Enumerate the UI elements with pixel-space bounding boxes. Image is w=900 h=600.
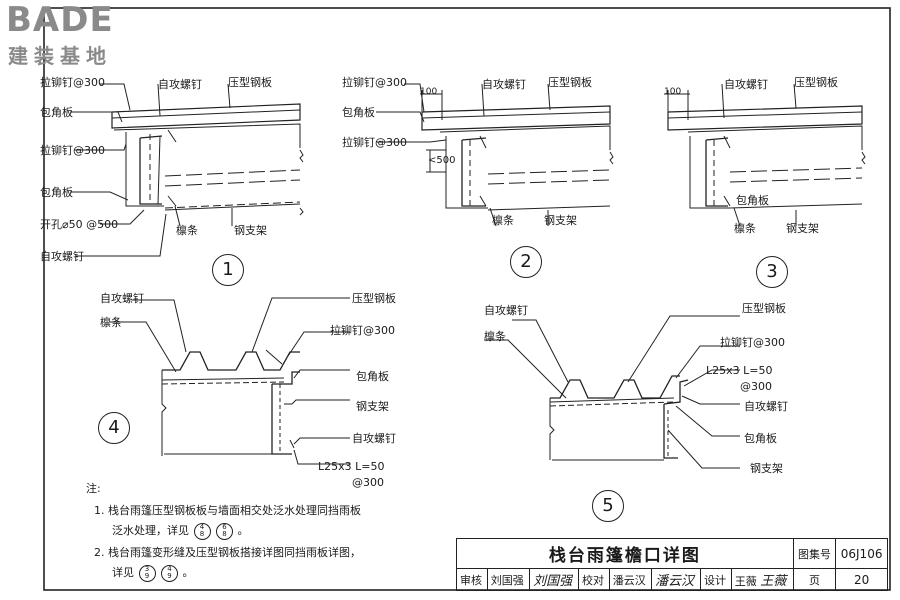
- d1-screw-bottom-label: 自攻螺钉: [40, 250, 84, 263]
- d1-corner-bottom-label: 包角板: [40, 186, 73, 199]
- d1-bracket-label: 钢支架: [234, 224, 267, 237]
- check-label: 校对: [577, 568, 610, 591]
- detail-5-drawing: [484, 315, 740, 469]
- d1-screw-top-label: 自攻螺钉: [158, 78, 202, 91]
- detail-5-number: 5: [592, 490, 624, 522]
- d1-purlin-label: 檩条: [176, 224, 198, 237]
- detail-3-number: 3: [756, 256, 788, 288]
- d2-purlin-label: 檩条: [492, 214, 514, 227]
- d3-steel-plate-label: 压型钢板: [794, 76, 838, 89]
- d5-bracket-label: 钢支架: [750, 462, 783, 475]
- d2-rivet-mid-label: 拉铆钉@300: [342, 136, 407, 149]
- d3-purlin-label: 檩条: [734, 222, 756, 235]
- reviewer-signature: 刘国强: [529, 568, 579, 591]
- detail-2-number: 2: [510, 246, 542, 278]
- design-label: 设计: [699, 568, 732, 591]
- d4-angle-spacing-label: @300: [352, 476, 384, 489]
- d4-angle-label: L25x3 L=50: [318, 460, 385, 473]
- notes-heading: 注:: [86, 482, 101, 495]
- atlas-label: 图集号: [792, 538, 837, 569]
- d5-screw-top-label: 自攻螺钉: [484, 304, 528, 317]
- d2-steel-plate-label: 压型钢板: [548, 76, 592, 89]
- atlas-number: 06J106: [835, 538, 888, 569]
- checker-signature: 潘云汉: [651, 568, 701, 591]
- d5-corner-label: 包角板: [744, 432, 777, 445]
- page-number: 20: [835, 568, 888, 591]
- d3-screw-top-label: 自攻螺钉: [724, 78, 768, 91]
- drawing-title: 栈台雨篷檐口详图: [456, 538, 794, 569]
- d5-steel-plate-label: 压型钢板: [742, 302, 786, 315]
- page-label: 页: [792, 568, 837, 591]
- d2-dim-500-label: <500: [428, 155, 456, 166]
- d1-corner-top-label: 包角板: [40, 106, 73, 119]
- d3-dim-100-label: 100: [664, 87, 682, 97]
- detail-3-drawing: [664, 83, 866, 227]
- d4-bracket-label: 钢支架: [356, 400, 389, 413]
- d5-angle-label: L25x3 L=50: [706, 364, 773, 377]
- d2-bracket-label: 钢支架: [544, 214, 577, 227]
- detail-1-number: 1: [212, 254, 244, 286]
- detail-1-drawing: [70, 83, 304, 257]
- d2-screw-top-label: 自攻螺钉: [482, 78, 526, 91]
- d5-screw-right-label: 自攻螺钉: [744, 400, 788, 413]
- d5-rivet-label: 拉铆钉@300: [720, 336, 785, 349]
- d1-hole-label: 开孔⌀50 @500: [40, 218, 119, 231]
- d4-screw-bottom-label: 自攻螺钉: [352, 432, 396, 445]
- d4-steel-plate-label: 压型钢板: [352, 292, 396, 305]
- d1-rivet-top-label: 拉铆钉@300: [40, 76, 105, 89]
- d3-corner-label: 包角板: [736, 194, 769, 207]
- d4-rivet-label: 拉铆钉@300: [330, 324, 395, 337]
- d5-purlin-label: 檩条: [484, 330, 506, 343]
- d2-corner-label: 包角板: [342, 106, 375, 119]
- d1-rivet-mid-label: 拉铆钉@300: [40, 144, 105, 157]
- detail-4-number: 4: [98, 412, 130, 444]
- designer-signature: 王薇: [760, 574, 787, 589]
- d1-steel-plate-label: 压型钢板: [228, 76, 272, 89]
- d2-dim-100-label: 100: [420, 87, 438, 97]
- d5-angle-spacing-label: @300: [740, 380, 772, 393]
- detail-4-drawing: [110, 297, 350, 465]
- designer-name: 王薇 王薇: [730, 568, 794, 591]
- checker-name: 潘云汉: [608, 568, 653, 591]
- bade-logo: BADE: [6, 0, 114, 40]
- logo-subtitle: 建装基地: [8, 44, 112, 68]
- d4-purlin-label: 檩条: [100, 316, 122, 329]
- detail-2-drawing: [376, 83, 614, 227]
- reviewer-name: 刘国强: [486, 568, 531, 591]
- note-1-line-1: 1. 栈台雨篷压型钢板板与墙面相交处泛水处理同挡雨板: [94, 504, 361, 517]
- d4-screw-top-label: 自攻螺钉: [100, 292, 144, 305]
- d2-rivet-top-label: 拉铆钉@300: [342, 76, 407, 89]
- d3-bracket-label: 钢支架: [786, 222, 819, 235]
- review-label: 审核: [456, 568, 488, 591]
- d4-corner-label: 包角板: [356, 370, 389, 383]
- title-block: 栈台雨篷檐口详图 图集号 06J106 审核 刘国强 刘国强 校对 潘云汉 潘云…: [456, 538, 888, 591]
- note-2-line-1: 2. 栈台雨篷变形缝及压型钢板搭接详图同挡雨板详图，: [94, 546, 361, 559]
